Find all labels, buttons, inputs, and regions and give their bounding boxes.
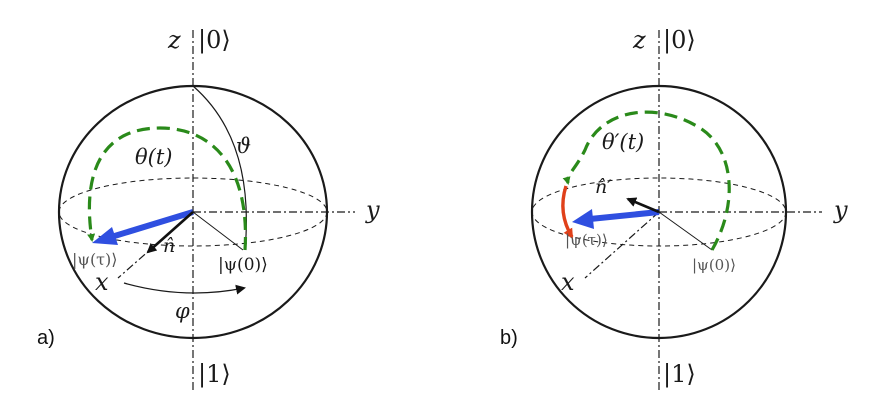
state-vector: [589, 209, 660, 222]
label-psi-zero: |ψ(0)⟩: [692, 256, 736, 274]
x-axis: [584, 211, 660, 279]
psi0-projection: [658, 211, 713, 251]
label-y: y: [365, 196, 380, 224]
label-z: z: [632, 26, 646, 54]
psi0-projection: [192, 211, 244, 251]
panel-a: z |0⟩ y x θ(t) ϑ φ n̂ |ψ(τ)⟩ |ψ(0)⟩ |1⟩ …: [37, 26, 380, 390]
label-psi-tau: |ψ(τ)⟩: [565, 231, 608, 249]
label-x: x: [561, 268, 575, 296]
label-azimuth: φ: [175, 299, 190, 323]
panel-label-b: b): [500, 327, 518, 349]
label-x: x: [95, 268, 109, 296]
precession-trajectory: [562, 110, 731, 251]
label-psi-zero: |ψ(0)⟩: [218, 255, 268, 275]
panel-label-a: a): [37, 327, 55, 349]
label-ket-zero: |0⟩: [663, 26, 696, 55]
label-theta: θ(t): [135, 145, 172, 169]
state-vector-head: [92, 227, 118, 245]
correction-arc: [561, 185, 574, 239]
rotation-axis-vector: [626, 197, 660, 214]
label-z: z: [167, 26, 181, 54]
precession-trajectory: [87, 126, 248, 251]
azimuth-arc: [123, 282, 246, 295]
meridian-arc: [192, 85, 247, 251]
state-vector-head: [572, 209, 594, 229]
label-theta: θ′(t): [602, 130, 644, 154]
rotation-axis-vector: [146, 211, 194, 254]
label-ket-zero: |0⟩: [198, 26, 231, 55]
label-normal: n̂′: [595, 176, 612, 198]
panel-b: z |0⟩ y x θ′(t) n̂′ |ψ(τ)⟩ |ψ(0)⟩ |1⟩ b): [500, 26, 848, 390]
label-psi-tau: |ψ(τ)⟩: [72, 250, 118, 269]
label-ket-one: |1⟩: [198, 360, 231, 389]
label-y: y: [833, 196, 848, 224]
state-vector: [107, 209, 194, 241]
label-ket-one: |1⟩: [663, 360, 696, 389]
label-normal: n̂: [163, 235, 175, 257]
label-polar-angle: ϑ: [236, 134, 251, 158]
